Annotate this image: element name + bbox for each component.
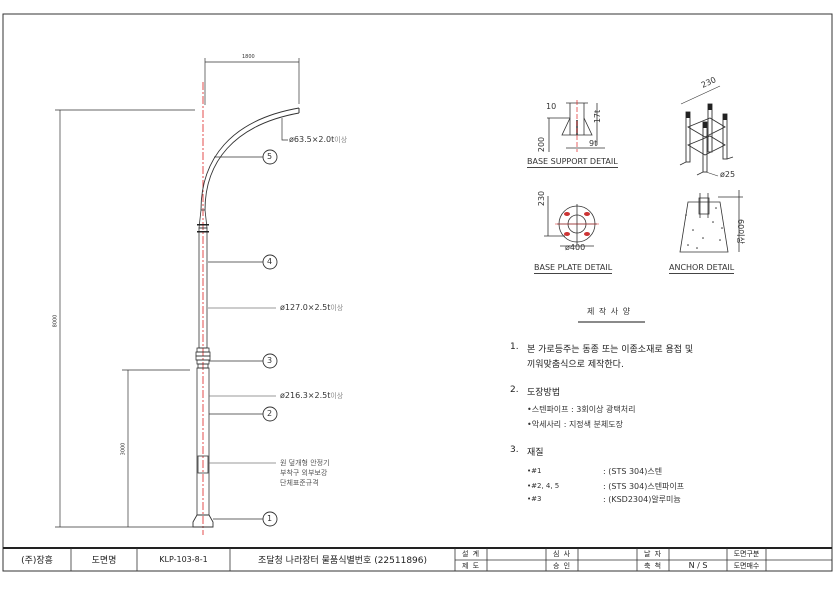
- dim-arm-span: 1800: [242, 54, 255, 60]
- spec-item2-number: 2.: [510, 385, 519, 395]
- base-support-dim-height: 200: [537, 136, 547, 153]
- draft-label: 제 도: [461, 561, 481, 570]
- base-support-dim-width: 10: [546, 102, 557, 111]
- base-support-caption: BASE SUPPORT DETAIL: [527, 157, 618, 168]
- callout-3: 3: [267, 356, 273, 365]
- material-spec: : (KSD2304)알루미늄: [603, 495, 681, 504]
- spec-item2-line1: •스텐파이프 : 3회이상 광택처리: [527, 405, 636, 414]
- material-spec: : (STS 304)스텐: [603, 467, 663, 476]
- base-support-dim-top: 17t: [593, 109, 603, 124]
- spec-item3-number: 3.: [510, 445, 519, 455]
- spec-item2-title: 도장방법: [527, 388, 561, 398]
- base-plate-dim-diameter: ø400: [565, 243, 586, 252]
- material-spec: : (STS 304)스텐파이프: [603, 482, 685, 491]
- lower-spec-label: ø216.3×2.5t이상: [280, 391, 344, 400]
- anchor-frame-dim-rod: ø25: [720, 170, 736, 179]
- upper-spec-label: ø127.0×2.5t이상: [280, 303, 344, 312]
- material-part: •#1: [527, 467, 542, 475]
- base-plate-caption: BASE PLATE DETAIL: [534, 263, 613, 274]
- callout-5: 5: [267, 152, 273, 161]
- spec-item1-line1: 본 가로등주는 동종 또는 이종소재로 용접 및: [527, 345, 694, 355]
- anchor-dim-depth: 60이상: [735, 219, 745, 244]
- company-name: (주)장흥: [21, 556, 53, 566]
- dim-total-height: 8000: [52, 314, 59, 328]
- approve-label: 승 인: [552, 561, 572, 570]
- callout-2: 2: [267, 409, 273, 418]
- callout-1: 1: [267, 514, 273, 523]
- dim-lower-height: 3000: [120, 442, 127, 456]
- callout-4: 4: [267, 257, 273, 266]
- category-label: 도면구분: [733, 550, 760, 558]
- base-plate-dim-height: 230: [537, 190, 547, 207]
- drawing-number: KLP-103-8-1: [159, 555, 208, 564]
- scale-value: N / S: [688, 561, 708, 570]
- anchor-caption: ANCHOR DETAIL: [669, 263, 735, 274]
- arm-spec-label: ø63.5×2.0t이상: [289, 135, 348, 144]
- sheets-label: 도면매수: [733, 561, 760, 570]
- spec-item3-title: 재질: [527, 448, 544, 458]
- material-part: •#3: [527, 495, 542, 503]
- scale-label: 축 척: [643, 561, 663, 570]
- spec-title: 제 작 사 양: [587, 307, 632, 316]
- drawing-description: 조달청 나라장터 물품식별번호 (22511896): [257, 556, 428, 566]
- drawing-name-label: 도면명: [91, 556, 117, 566]
- date-label: 날 자: [643, 550, 663, 558]
- spec-item1-line2: 끼워맞춤식으로 제작한다.: [527, 360, 624, 370]
- spec-item1-number: 1.: [510, 342, 519, 352]
- design-label: 설 계: [461, 550, 481, 558]
- material-part: •#2, 4, 5: [527, 482, 560, 490]
- review-label: 심 사: [552, 550, 572, 558]
- spec-item2-line2: •악세사리 : 지정색 분체도장: [527, 420, 624, 429]
- base-support-dim-bottom: 9t: [589, 139, 598, 148]
